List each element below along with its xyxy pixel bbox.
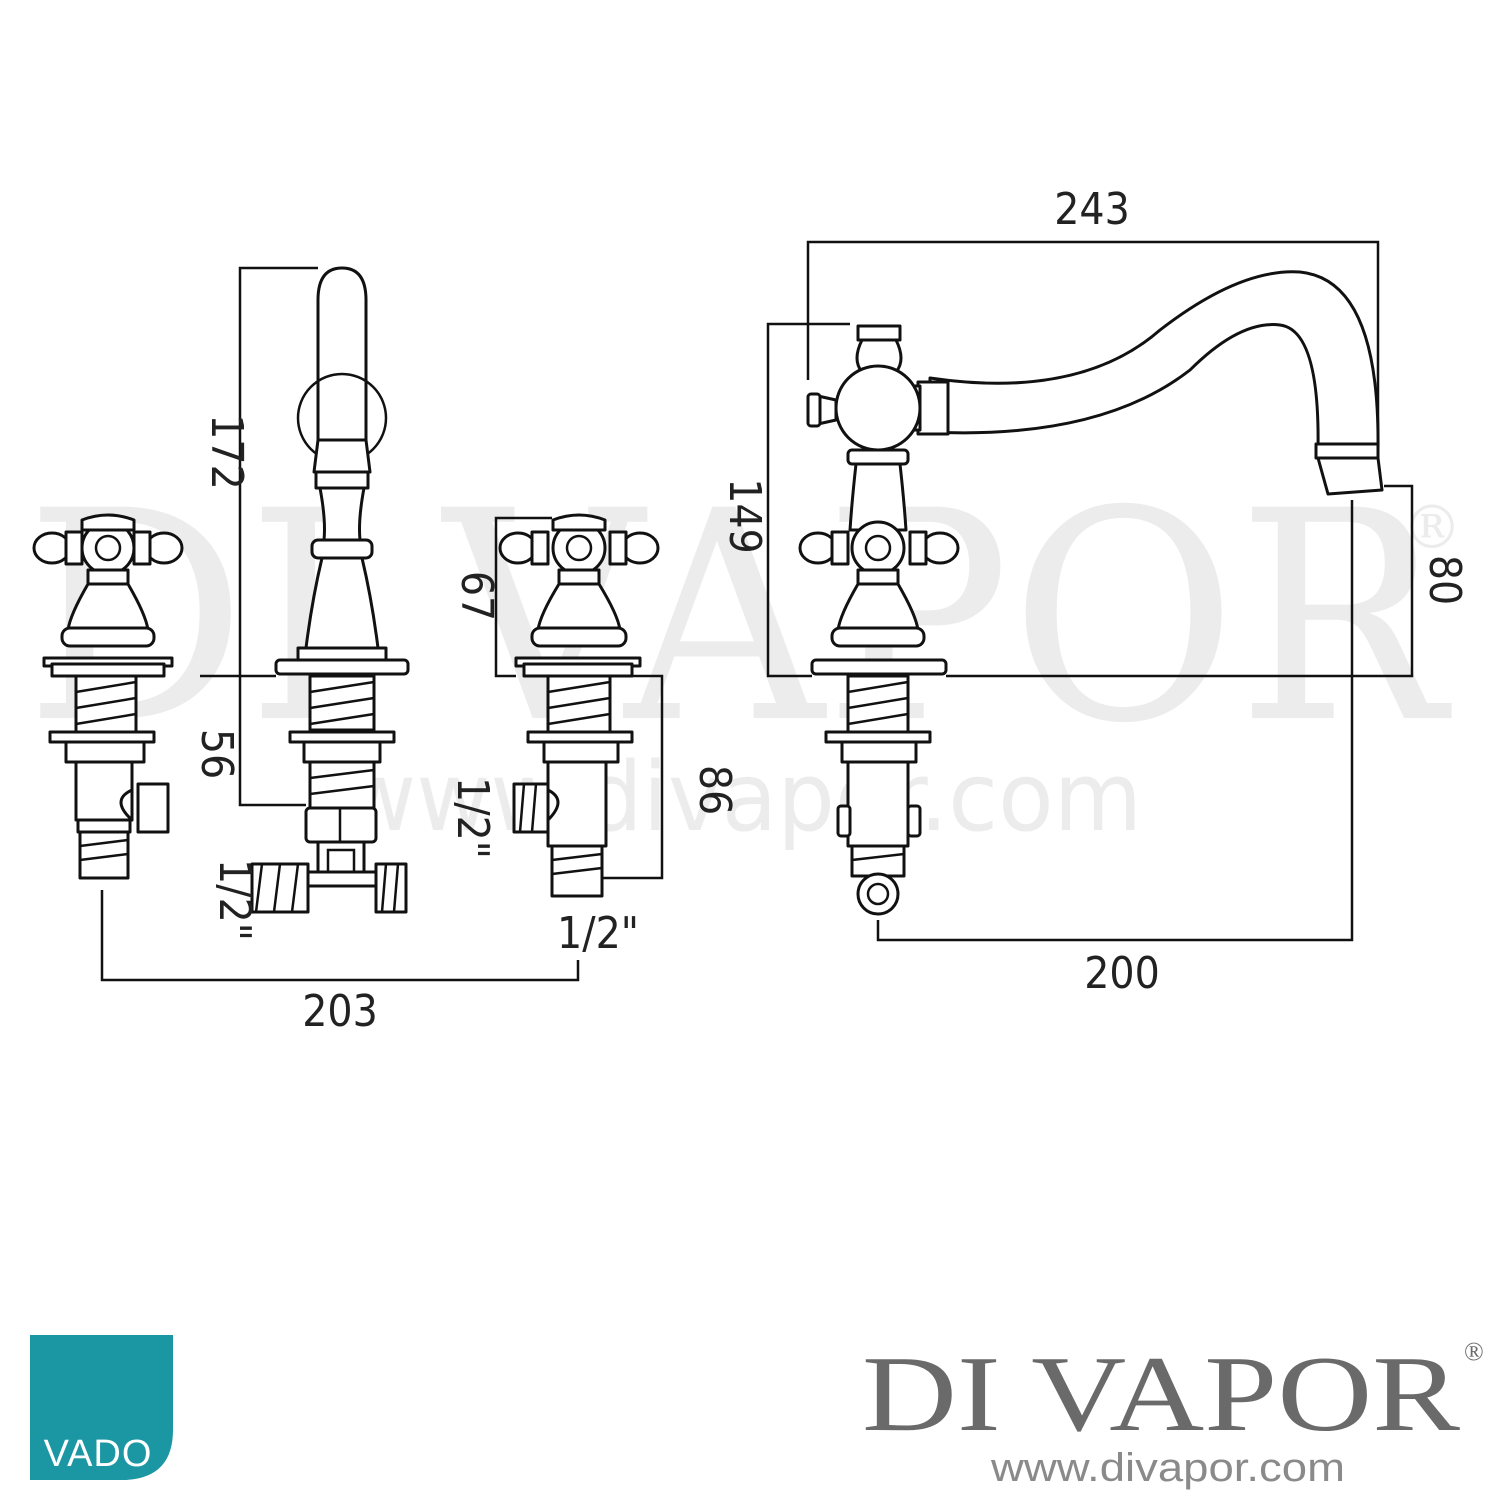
divapor-brand-name: DI VAPOR bbox=[862, 1335, 1460, 1454]
vado-logo: VADO bbox=[30, 1335, 173, 1480]
right-valve-drawing bbox=[498, 513, 660, 898]
dimension-left-valve-outlet: 1/2" bbox=[447, 777, 498, 859]
divapor-registered-mark: ® bbox=[1464, 1337, 1484, 1366]
dimension-right-valve-inlet: 1/2" bbox=[557, 908, 639, 959]
dimension-left-spout-inlet: 1/2" bbox=[209, 859, 260, 941]
dimension-overall-width: 203 bbox=[302, 986, 378, 1037]
center-spout-drawing bbox=[250, 266, 410, 914]
dimension-left-tail-length: 56 bbox=[191, 729, 242, 779]
side-view-drawing bbox=[798, 270, 1384, 916]
divapor-logo: DI VAPOR ® www.divapor.com bbox=[862, 1335, 1484, 1490]
watermark: DI VAPOR ® www.divapor.com bbox=[25, 450, 1462, 853]
vado-logo-text: VADO bbox=[44, 1433, 153, 1475]
dimension-lines bbox=[100, 240, 1414, 982]
dimension-spout-outlet-height: 80 bbox=[1419, 555, 1470, 605]
dimension-side-height: 149 bbox=[719, 478, 770, 554]
dimension-left-valve-height: 67 bbox=[451, 571, 502, 621]
divapor-url: www.divapor.com bbox=[990, 1446, 1345, 1490]
watermark-brand: DI VAPOR bbox=[25, 450, 1453, 787]
dimension-side-depth: 200 bbox=[1084, 948, 1160, 999]
watermark-url: www.divapor.com bbox=[342, 743, 1142, 853]
dimension-left-spout-height: 172 bbox=[201, 414, 252, 490]
dimension-labels: 172 56 1/2" 1/2" 67 86 1/2" 203 243 149 … bbox=[191, 184, 1470, 1037]
dimension-spout-reach: 243 bbox=[1054, 184, 1130, 235]
left-valve-drawing bbox=[32, 513, 184, 880]
dimension-right-valve-tail: 86 bbox=[689, 765, 740, 815]
